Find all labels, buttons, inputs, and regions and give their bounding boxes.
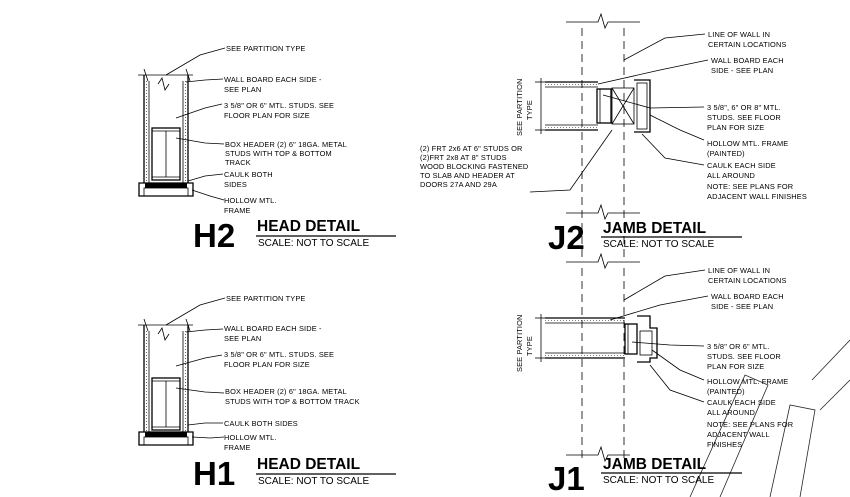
svg-text:SIDE - SEE PLAN: SIDE - SEE PLAN <box>711 302 773 311</box>
h1-head-detail: SEE PARTITION TYPE WALL BOARD EACH SIDE … <box>138 294 396 492</box>
svg-text:3 5/8" OR 6" MTL. STUDS. SEE: 3 5/8" OR 6" MTL. STUDS. SEE <box>224 101 334 110</box>
svg-text:NOTE: SEE PLANS FOR: NOTE: SEE PLANS FOR <box>707 420 793 429</box>
svg-text:FRAME: FRAME <box>224 206 251 215</box>
svg-text:FINISHES: FINISHES <box>707 440 742 449</box>
j1-notes: LINE OF WALL IN CERTAIN LOCATIONS WALL B… <box>707 266 793 449</box>
svg-text:SEE PLAN: SEE PLAN <box>224 85 261 94</box>
svg-text:ADJACENT WALL FINISHES: ADJACENT WALL FINISHES <box>707 192 807 201</box>
svg-text:TYPE: TYPE <box>525 336 534 356</box>
j2-title-block: J2 JAMB DETAIL SCALE: NOT TO SCALE <box>548 219 742 256</box>
hatched-watermark-mark <box>689 339 850 497</box>
j2-scale: SCALE: NOT TO SCALE <box>603 239 714 250</box>
svg-text:HOLLOW MTL.: HOLLOW MTL. <box>224 196 277 205</box>
j1-scale: SCALE: NOT TO SCALE <box>603 475 714 486</box>
svg-text:CAULK EACH SIDE: CAULK EACH SIDE <box>707 398 776 407</box>
svg-text:FLOOR PLAN FOR SIZE: FLOOR PLAN FOR SIZE <box>224 360 310 369</box>
svg-text:ALL AROUND: ALL AROUND <box>707 408 755 417</box>
h1-title-block: H1 HEAD DETAIL SCALE: NOT TO SCALE <box>193 455 396 492</box>
h1-section-drawing <box>138 318 194 446</box>
svg-text:PLAN FOR SIZE: PLAN FOR SIZE <box>707 362 764 371</box>
h2-head-detail: SEE PARTITION TYPE WALL BOARD EACH SIDE … <box>138 44 396 254</box>
svg-text:TO SLAB AND HEADER AT: TO SLAB AND HEADER AT <box>420 171 515 180</box>
svg-text:STUDS. SEE FLOOR: STUDS. SEE FLOOR <box>707 352 781 361</box>
svg-text:(2) FRT 2x6 AT 6" STUDS OR: (2) FRT 2x6 AT 6" STUDS OR <box>420 144 523 153</box>
j1-title-block: J1 JAMB DETAIL SCALE: NOT TO SCALE <box>548 456 742 497</box>
svg-text:SEE PARTITION: SEE PARTITION <box>515 314 524 372</box>
svg-text:HOLLOW MTL.: HOLLOW MTL. <box>224 433 277 442</box>
svg-text:3 5/8", 6" OR 8" MTL.: 3 5/8", 6" OR 8" MTL. <box>707 103 781 112</box>
h1-leaders <box>165 297 226 439</box>
h1-scale: SCALE: NOT TO SCALE <box>258 476 369 487</box>
svg-text:SEE PARTITION TYPE: SEE PARTITION TYPE <box>226 294 306 303</box>
svg-text:SEE PARTITION TYPE: SEE PARTITION TYPE <box>226 44 306 53</box>
svg-text:WALL BOARD EACH: WALL BOARD EACH <box>711 56 784 65</box>
svg-text:CERTAIN LOCATIONS: CERTAIN LOCATIONS <box>708 276 787 285</box>
svg-text:FRAME: FRAME <box>224 443 251 452</box>
h1-detail-tag: H1 <box>193 455 235 492</box>
svg-text:SIDE - SEE PLAN: SIDE - SEE PLAN <box>711 66 773 75</box>
svg-text:(PAINTED): (PAINTED) <box>707 149 745 158</box>
svg-text:CAULK BOTH SIDES: CAULK BOTH SIDES <box>224 419 298 428</box>
svg-text:BOX HEADER (2) 6" 18GA. METAL: BOX HEADER (2) 6" 18GA. METAL <box>225 387 347 396</box>
j1-jamb-detail: SEE PARTITION TYPE LINE OF WALL IN CERTA… <box>515 252 793 497</box>
svg-text:ADJACENT WALL: ADJACENT WALL <box>707 430 770 439</box>
h1-notes: SEE PARTITION TYPE WALL BOARD EACH SIDE … <box>224 294 360 452</box>
h2-detail-tag: H2 <box>193 217 235 254</box>
svg-text:CERTAIN LOCATIONS: CERTAIN LOCATIONS <box>708 40 787 49</box>
svg-text:LINE OF WALL IN: LINE OF WALL IN <box>708 30 770 39</box>
svg-text:LINE OF WALL IN: LINE OF WALL IN <box>708 266 770 275</box>
h2-notes: SEE PARTITION TYPE WALL BOARD EACH SIDE … <box>224 44 347 215</box>
j1-detail-tag: J1 <box>548 460 585 497</box>
svg-text:(2)FRT 2x8 AT 8" STUDS: (2)FRT 2x8 AT 8" STUDS <box>420 153 507 162</box>
svg-text:CAULK EACH SIDE: CAULK EACH SIDE <box>707 161 776 170</box>
svg-text:STUDS WITH TOP & BOTTOM TRACK: STUDS WITH TOP & BOTTOM TRACK <box>225 397 360 406</box>
svg-text:BOX HEADER (2) 6" 18GA. METAL: BOX HEADER (2) 6" 18GA. METAL <box>225 140 347 149</box>
j2-detail-tag: J2 <box>548 219 585 256</box>
svg-text:HOLLOW MTL. FRAME: HOLLOW MTL. FRAME <box>707 139 788 148</box>
svg-text:3 5/8" OR 6" MTL. STUDS. SEE: 3 5/8" OR 6" MTL. STUDS. SEE <box>224 350 334 359</box>
svg-text:CAULK BOTH: CAULK BOTH <box>224 170 273 179</box>
svg-text:DOORS 27A AND 29A: DOORS 27A AND 29A <box>420 180 497 189</box>
svg-text:TRACK: TRACK <box>225 158 251 167</box>
j1-leaders <box>609 269 709 403</box>
svg-text:NOTE: SEE PLANS FOR: NOTE: SEE PLANS FOR <box>707 182 793 191</box>
svg-text:PLAN FOR SIZE: PLAN FOR SIZE <box>707 123 764 132</box>
h2-detail-title: HEAD DETAIL <box>257 218 360 235</box>
svg-text:WOOD BLOCKING FASTENED: WOOD BLOCKING FASTENED <box>420 162 528 171</box>
j1-side-label: SEE PARTITION TYPE <box>515 314 534 372</box>
j1-detail-title: JAMB DETAIL <box>603 456 706 473</box>
j2-side-label: SEE PARTITION TYPE <box>515 78 534 136</box>
svg-text:3 5/8" OR 6" MTL.: 3 5/8" OR 6" MTL. <box>707 342 769 351</box>
j2-plan-drawing <box>535 12 651 260</box>
svg-text:SIDES: SIDES <box>224 180 247 189</box>
svg-text:(PAINTED): (PAINTED) <box>707 387 745 396</box>
h2-title-block: H2 HEAD DETAIL SCALE: NOT TO SCALE <box>193 217 396 254</box>
j2-jamb-detail: SEE PARTITION TYPE LINE OF WALL IN CERTA… <box>420 12 807 260</box>
svg-text:WALL BOARD EACH: WALL BOARD EACH <box>711 292 784 301</box>
j2-notes: LINE OF WALL IN CERTAIN LOCATIONS WALL B… <box>420 30 807 201</box>
svg-text:WALL BOARD EACH SIDE -: WALL BOARD EACH SIDE - <box>224 75 322 84</box>
h2-scale: SCALE: NOT TO SCALE <box>258 238 369 249</box>
svg-text:STUDS. SEE FLOOR: STUDS. SEE FLOOR <box>707 113 781 122</box>
h1-detail-title: HEAD DETAIL <box>257 456 360 473</box>
svg-text:SEE PLAN: SEE PLAN <box>224 334 261 343</box>
h2-section-drawing <box>138 68 194 197</box>
svg-text:ALL AROUND: ALL AROUND <box>707 171 755 180</box>
svg-text:FLOOR PLAN FOR SIZE: FLOOR PLAN FOR SIZE <box>224 111 310 120</box>
svg-text:STUDS WITH TOP & BOTTOM: STUDS WITH TOP & BOTTOM <box>225 149 332 158</box>
j1-plan-drawing <box>535 252 658 463</box>
svg-text:SEE PARTITION: SEE PARTITION <box>515 78 524 136</box>
j2-detail-title: JAMB DETAIL <box>603 220 706 237</box>
svg-text:HOLLOW MTL. FRAME: HOLLOW MTL. FRAME <box>707 377 788 386</box>
j2-leaders <box>529 33 709 193</box>
h2-leaders <box>165 47 226 201</box>
svg-text:WALL BOARD EACH SIDE -: WALL BOARD EACH SIDE - <box>224 324 322 333</box>
svg-text:TYPE: TYPE <box>525 100 534 120</box>
